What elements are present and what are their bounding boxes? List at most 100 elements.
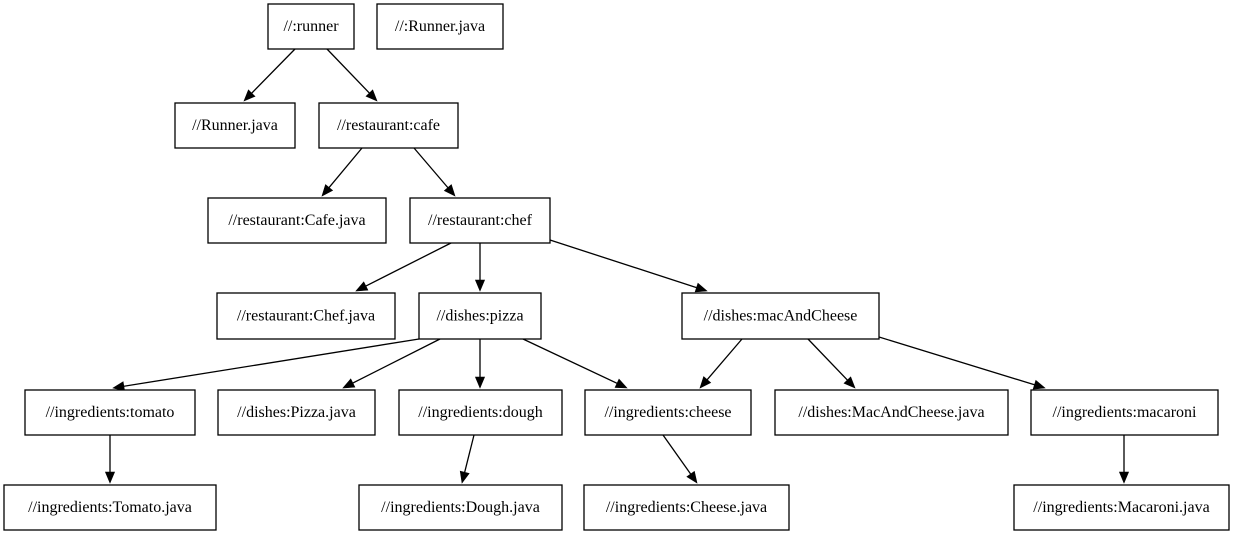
- graph-node-restaurant_chef_java[interactable]: //restaurant:Chef.java: [216, 292, 396, 340]
- arrowhead-icon: [694, 282, 708, 293]
- edge-line: [352, 338, 441, 384]
- node-box[interactable]: [267, 3, 355, 50]
- graph-node-ing_dough[interactable]: //ingredients:dough: [398, 389, 563, 436]
- arrowhead-icon: [1032, 379, 1046, 390]
- node-label: //restaurant:Chef.java: [237, 308, 375, 325]
- node-label: //ingredients:tomato: [46, 404, 175, 421]
- edge-line: [326, 48, 370, 94]
- nodes-layer: //:runner //:Runner.java //Runner.java //re…: [3, 3, 1230, 531]
- graph-node-runner[interactable]: //:runner: [267, 3, 355, 50]
- graph-node-restaurant_cafe[interactable]: //restaurant:cafe: [318, 102, 459, 149]
- graph-node-dishes_mac_java[interactable]: //dishes:MacAndCheese.java: [774, 389, 1009, 436]
- graph-node-restaurant_chef[interactable]: //restaurant:chef: [409, 197, 551, 244]
- graph-node-ing_cheese[interactable]: //ingredients:cheese: [584, 389, 752, 436]
- graph-edge: [662, 434, 698, 484]
- node-label: //ingredients:dough: [418, 404, 542, 421]
- node-box[interactable]: [358, 484, 563, 531]
- arrowhead-icon: [614, 378, 628, 389]
- graph-edge: [474, 243, 486, 292]
- graph-edge: [321, 147, 363, 197]
- node-label: //ingredients:Tomato.java: [28, 499, 192, 516]
- graph-edge: [522, 338, 628, 389]
- edge-line: [878, 336, 1035, 386]
- arrowhead-icon: [1118, 471, 1130, 484]
- arrowhead-icon: [321, 184, 334, 197]
- node-label: //ingredients:macaroni: [1053, 404, 1198, 421]
- arrowhead-icon: [686, 470, 698, 484]
- graph-node-restaurant_cafe_java[interactable]: //restaurant:Cafe.java: [207, 197, 387, 244]
- node-box[interactable]: [418, 292, 542, 340]
- graph-edge: [112, 338, 420, 392]
- graph-edge: [1118, 435, 1130, 484]
- graph-edge: [104, 435, 116, 484]
- node-box[interactable]: [1030, 389, 1219, 436]
- node-label: //:runner: [283, 18, 339, 35]
- graph-edge: [807, 338, 856, 389]
- graph-node-ing_tomato_java[interactable]: //ingredients:Tomato.java: [3, 484, 217, 531]
- node-box[interactable]: [398, 389, 563, 436]
- edge-line: [807, 338, 848, 381]
- graph-node-ing_macaroni_java[interactable]: //ingredients:Macaroni.java: [1013, 484, 1230, 531]
- graph-node-dishes_macandcheese[interactable]: //dishes:macAndCheese: [681, 292, 880, 340]
- graph-node-dishes_pizza_java[interactable]: //dishes:Pizza.java: [217, 389, 376, 436]
- arrowhead-icon: [843, 376, 856, 389]
- graph-edge: [355, 242, 452, 292]
- node-box[interactable]: [774, 389, 1009, 436]
- node-label: //restaurant:chef: [428, 212, 533, 229]
- graph-node-dishes_pizza[interactable]: //dishes:pizza: [418, 292, 542, 340]
- node-label: //ingredients:Cheese.java: [606, 499, 767, 516]
- node-label: //dishes:MacAndCheese.java: [798, 404, 984, 421]
- graph-node-ing_macaroni[interactable]: //ingredients:macaroni: [1030, 389, 1219, 436]
- node-box[interactable]: [409, 197, 551, 244]
- arrowhead-icon: [365, 89, 378, 102]
- graph-node-runner_java[interactable]: //Runner.java: [174, 102, 296, 149]
- edge-line: [549, 239, 697, 289]
- graph-node-ing_cheese_java[interactable]: //ingredients:Cheese.java: [583, 484, 790, 531]
- node-box[interactable]: [174, 102, 296, 149]
- graph-edge: [243, 48, 296, 102]
- node-box[interactable]: [318, 102, 459, 149]
- edge-line: [123, 338, 420, 387]
- edge-line: [251, 48, 296, 94]
- arrowhead-icon: [474, 376, 486, 389]
- node-box[interactable]: [376, 3, 504, 50]
- node-box[interactable]: [583, 484, 790, 531]
- graph-node-ing_dough_java[interactable]: //ingredients:Dough.java: [358, 484, 563, 531]
- node-box[interactable]: [207, 197, 387, 244]
- arrowhead-icon: [243, 89, 256, 102]
- graph-node-ing_tomato[interactable]: //ingredients:tomato: [24, 389, 196, 436]
- node-box[interactable]: [216, 292, 396, 340]
- node-box[interactable]: [3, 484, 217, 531]
- graph-edge: [342, 338, 441, 389]
- node-label: //ingredients:Macaroni.java: [1033, 499, 1209, 516]
- node-box[interactable]: [584, 389, 752, 436]
- arrowhead-icon: [355, 281, 369, 292]
- node-label: //restaurant:Cafe.java: [228, 212, 365, 229]
- edge-line: [522, 338, 618, 384]
- node-label: //:Runner.java: [395, 18, 485, 35]
- edges-layer: [104, 48, 1130, 484]
- arrowhead-icon: [443, 184, 456, 197]
- node-box[interactable]: [24, 389, 196, 436]
- graph-edge: [549, 239, 708, 293]
- node-label: //ingredients:Dough.java: [381, 499, 540, 516]
- node-label: //restaurant:cafe: [337, 117, 440, 134]
- graph-edge: [459, 434, 475, 484]
- edge-line: [328, 147, 363, 188]
- edge-line: [706, 338, 743, 381]
- node-box[interactable]: [681, 292, 880, 340]
- node-label: //dishes:Pizza.java: [237, 404, 356, 421]
- node-box[interactable]: [217, 389, 376, 436]
- edge-line: [662, 434, 692, 475]
- node-label: //dishes:pizza: [436, 308, 523, 325]
- node-label: //Runner.java: [192, 117, 278, 134]
- node-box[interactable]: [1013, 484, 1230, 531]
- arrowhead-icon: [474, 279, 486, 292]
- graph-edge: [413, 147, 456, 197]
- node-label: //dishes:macAndCheese: [704, 308, 858, 325]
- arrowhead-icon: [104, 471, 116, 484]
- arrowhead-icon: [699, 376, 712, 389]
- graph-node-root_runner_java[interactable]: //:Runner.java: [376, 3, 504, 50]
